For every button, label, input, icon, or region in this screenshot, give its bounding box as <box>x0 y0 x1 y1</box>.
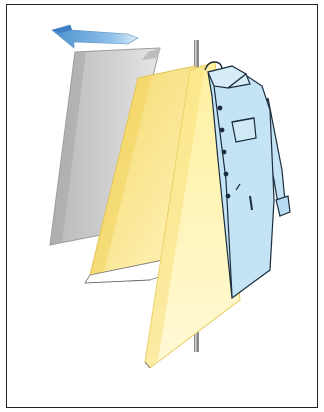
arrow-icon <box>52 25 138 48</box>
panel-edges <box>85 280 150 368</box>
